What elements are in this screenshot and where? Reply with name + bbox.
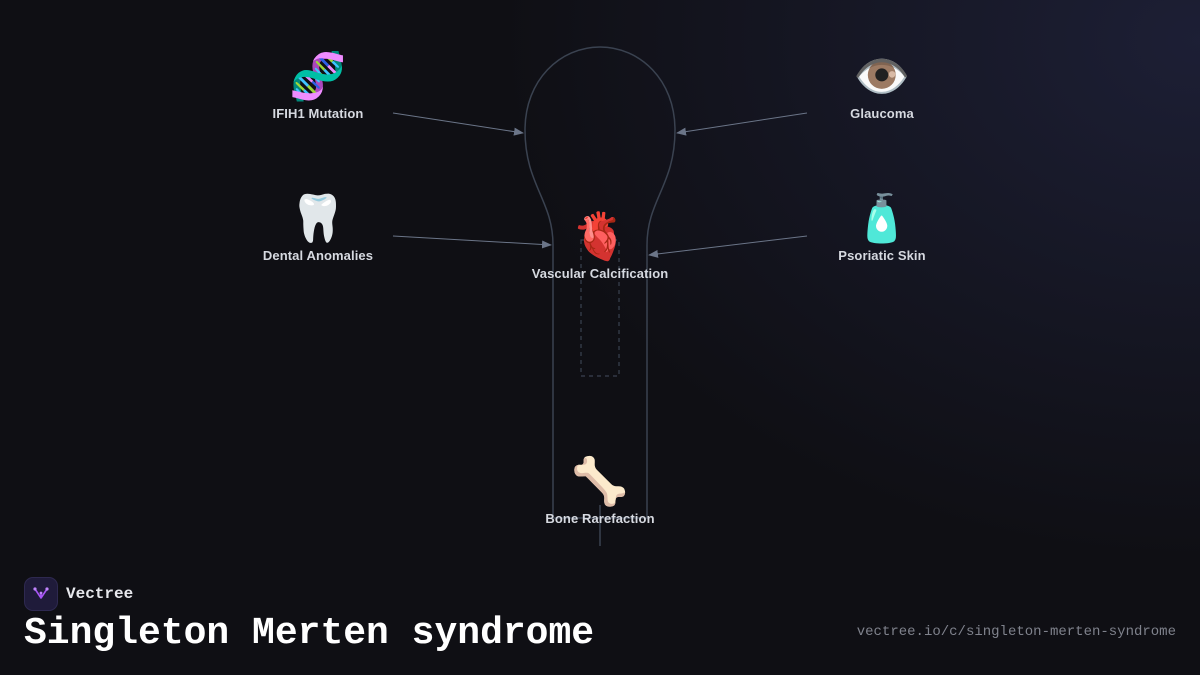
eye-icon: 👁️ — [853, 49, 911, 103]
node-dental-anomalies: 🦷 Dental Anomalies — [218, 190, 418, 263]
node-label: Dental Anomalies — [262, 248, 374, 263]
inner-dashed-channel — [580, 239, 620, 377]
dna-icon: 🧬 — [289, 49, 347, 103]
node-label: Glaucoma — [850, 106, 914, 121]
brand-name: Vectree — [66, 585, 134, 603]
node-ifih1-mutation: 🧬 IFIH1 Mutation — [218, 48, 418, 121]
vectree-logo-icon — [24, 577, 58, 611]
arrow-psoriatic — [648, 235, 808, 258]
arrow-dental — [392, 235, 552, 249]
arrow-glaucoma — [676, 112, 808, 136]
node-label: Vascular Calcification — [531, 266, 669, 281]
tooth-icon: 🦷 — [289, 191, 347, 245]
node-label: Bone Rarefaction — [545, 511, 655, 526]
body-outline — [524, 46, 676, 519]
node-glaucoma: 👁️ Glaucoma — [782, 48, 982, 121]
lotion-bottle-icon: 🧴 — [853, 191, 911, 245]
bone-icon: 🦴 — [571, 454, 629, 508]
brand[interactable]: Vectree — [24, 577, 133, 611]
node-vascular-calcification: 🫀 Vascular Calcification — [500, 208, 700, 281]
arrow-ifih1 — [392, 112, 524, 136]
node-psoriatic-skin: 🧴 Psoriatic Skin — [782, 190, 982, 263]
page-url[interactable]: vectree.io/c/singleton-merten-syndrome — [856, 624, 1176, 640]
anatomical-heart-icon: 🫀 — [571, 209, 629, 263]
page-title: Singleton Merten syndrome — [24, 612, 595, 655]
node-label: IFIH1 Mutation — [272, 106, 364, 121]
node-label: Psoriatic Skin — [838, 248, 926, 263]
node-bone-rarefaction: 🦴 Bone Rarefaction — [500, 453, 700, 526]
